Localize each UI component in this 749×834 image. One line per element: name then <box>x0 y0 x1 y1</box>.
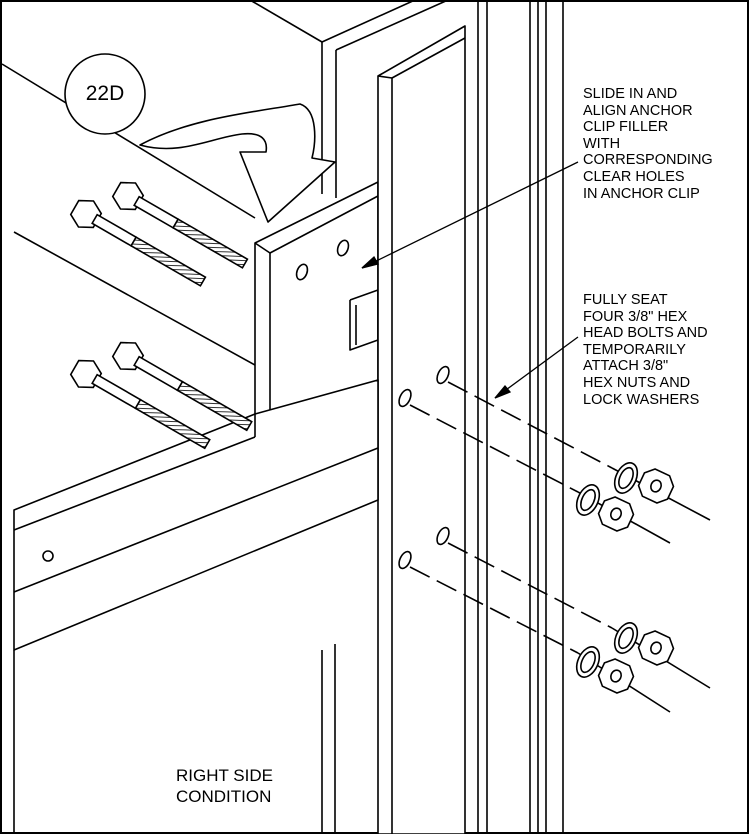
note-line: WITH <box>583 135 621 152</box>
wall-edge <box>1 63 256 219</box>
note-line: HEX NUTS AND <box>583 374 691 391</box>
insertion-arrow-icon <box>139 103 336 223</box>
step-circle <box>64 53 146 135</box>
note-line: FULLY SEAT <box>583 292 668 308</box>
mullion-hole <box>436 526 450 546</box>
hex-nut-icon <box>597 468 675 694</box>
clear-hole <box>336 239 350 257</box>
mullion-hole <box>398 388 412 408</box>
clear-hole <box>295 263 309 281</box>
note-line: TEMPORARILY <box>583 341 686 358</box>
note-line: ATTACH 3/8" <box>583 358 669 375</box>
note-fully-seat: FULLY SEAT FOUR 3/8" HEX HEAD BOLTS AND … <box>583 292 708 408</box>
mullion-hole <box>436 365 450 385</box>
note-line: LOCK WASHERS <box>583 391 700 408</box>
mullion <box>377 25 466 834</box>
note-line: CLIP FILLER <box>583 119 669 136</box>
note-line: CORRESPONDING <box>583 152 713 169</box>
leader-line <box>494 336 579 399</box>
leader-line <box>361 161 579 269</box>
wall-edge <box>13 231 256 366</box>
note-line: HEAD BOLTS AND <box>583 325 708 342</box>
view-caption: RIGHT SIDE CONDITION <box>176 765 273 807</box>
hex-bolt-icon <box>69 181 253 450</box>
note-line: CLEAR HOLES <box>583 168 685 185</box>
fastener-hole <box>42 550 54 562</box>
lock-washer-icon <box>575 462 639 678</box>
caption-line: RIGHT SIDE <box>176 766 273 785</box>
step-label: 22D <box>85 82 125 105</box>
note-slide-in: SLIDE IN AND ALIGN ANCHOR CLIP FILLER WI… <box>583 86 713 202</box>
mullion-hole <box>398 550 412 570</box>
lower-rail <box>13 379 379 651</box>
note-line: ALIGN ANCHOR <box>583 102 693 119</box>
note-line: FOUR 3/8" HEX <box>583 308 688 325</box>
caption-line: CONDITION <box>176 787 272 806</box>
wall-edge <box>249 0 323 43</box>
note-line: SLIDE IN AND <box>583 86 678 102</box>
note-line: IN ANCHOR CLIP <box>583 185 700 202</box>
